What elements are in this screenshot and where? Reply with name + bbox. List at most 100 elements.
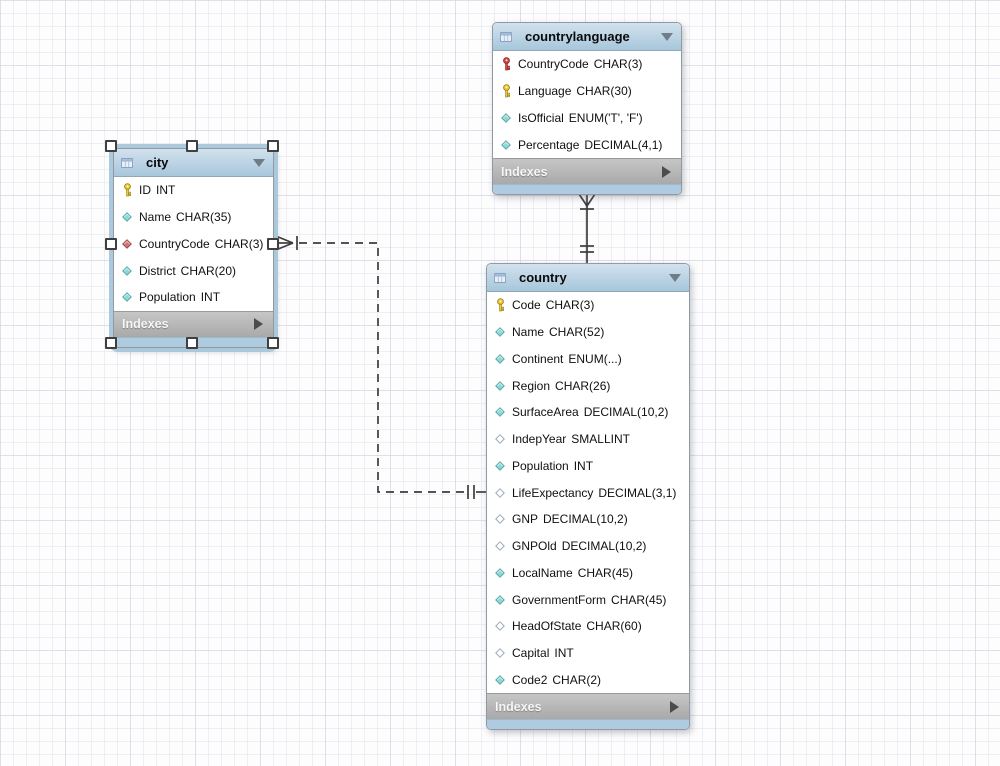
column-type: CHAR(45) xyxy=(611,592,667,607)
column-row[interactable]: Region CHAR(26) xyxy=(487,372,689,399)
column-type: CHAR(26) xyxy=(555,378,611,393)
column-row[interactable]: Name CHAR(52) xyxy=(487,319,689,346)
column-type: CHAR(45) xyxy=(577,565,634,580)
diamond-hollow-icon xyxy=(494,434,506,445)
column-type: DECIMAL(10,2) xyxy=(561,539,647,554)
column-type: DECIMAL(3,1) xyxy=(598,485,677,500)
column-name: Name xyxy=(512,325,545,340)
column-name: CountryCode xyxy=(139,236,210,251)
column-row[interactable]: ID INT xyxy=(114,177,273,204)
diamond-hollow-icon xyxy=(494,514,506,525)
diamond-teal-icon xyxy=(494,594,506,605)
diamond-hollow-icon xyxy=(494,648,506,659)
column-type: CHAR(3) xyxy=(545,298,595,313)
key-yellow-icon xyxy=(121,183,133,197)
table-countrylanguage[interactable]: countrylanguage CountryCode CHAR(3) Langua… xyxy=(492,22,682,195)
table-title: country xyxy=(519,270,567,285)
diamond-teal-icon xyxy=(121,265,133,276)
column-type: INT xyxy=(573,458,594,473)
diamond-hollow-icon xyxy=(494,487,506,498)
selection-handle-mid-right[interactable] xyxy=(267,238,279,250)
table-header[interactable]: countrylanguage xyxy=(493,23,681,51)
triangle-right-icon[interactable] xyxy=(254,318,263,331)
column-type: CHAR(60) xyxy=(586,619,642,634)
diamond-teal-icon xyxy=(494,460,506,471)
diamond-teal-icon xyxy=(494,674,506,685)
diamond-teal-icon xyxy=(494,327,506,338)
column-type: INT xyxy=(156,183,176,198)
selection-handle-bottom-right[interactable] xyxy=(267,337,279,349)
column-type: INT xyxy=(554,646,574,661)
column-type: ENUM('T', 'F') xyxy=(568,110,643,125)
column-name: ID xyxy=(139,183,151,198)
dashed-connector[interactable] xyxy=(299,242,464,493)
selection-handle-bottom-left[interactable] xyxy=(105,337,117,349)
selection-handle-top-right[interactable] xyxy=(267,140,279,152)
column-row[interactable]: CountryCode CHAR(3) xyxy=(493,51,681,78)
one-and-only-one-end xyxy=(580,245,594,253)
triangle-down-icon[interactable] xyxy=(669,273,681,282)
triangle-down-icon[interactable] xyxy=(253,158,265,167)
column-name: District xyxy=(139,263,176,278)
column-type: DECIMAL(4,1) xyxy=(584,137,663,152)
indexes-footer[interactable]: Indexes xyxy=(493,158,681,184)
indexes-footer[interactable]: Indexes xyxy=(487,693,689,720)
table-bottom-strip xyxy=(487,719,689,730)
table-header[interactable]: city xyxy=(114,149,273,177)
indexes-label: Indexes xyxy=(122,317,169,332)
selection-handle-top-left[interactable] xyxy=(105,140,117,152)
column-type: INT xyxy=(200,290,221,305)
triangle-right-icon[interactable] xyxy=(662,165,671,178)
table-header[interactable]: country xyxy=(487,264,689,292)
table-bottom-strip xyxy=(493,184,681,194)
column-type: CHAR(3) xyxy=(593,57,643,72)
triangle-right-icon[interactable] xyxy=(670,700,679,713)
table-icon xyxy=(500,30,512,44)
column-row[interactable]: Population INT xyxy=(114,284,273,311)
column-row[interactable]: CountryCode CHAR(3) xyxy=(114,231,273,258)
selection-handle-mid-left[interactable] xyxy=(105,238,117,250)
column-type: CHAR(52) xyxy=(549,325,605,340)
relationship-city-country[interactable] xyxy=(276,235,486,499)
relationship-countrylanguage-country[interactable] xyxy=(577,192,597,263)
table-icon xyxy=(494,271,506,285)
indexes-footer[interactable]: Indexes xyxy=(114,310,273,337)
key-yellow-icon xyxy=(500,84,512,98)
column-name: Population xyxy=(139,290,196,305)
column-row[interactable]: Population INT xyxy=(487,453,689,480)
column-name: Population xyxy=(512,458,569,473)
selection-handle-top-center[interactable] xyxy=(186,140,198,152)
triangle-down-icon[interactable] xyxy=(661,32,673,41)
column-name: CountryCode xyxy=(518,57,589,72)
column-type: CHAR(3) xyxy=(214,236,264,251)
column-name: Region xyxy=(512,378,551,393)
column-name: SurfaceArea xyxy=(512,405,579,420)
diamond-teal-icon xyxy=(500,112,512,123)
selection-handle-bottom-center[interactable] xyxy=(186,337,198,349)
key-yellow-icon xyxy=(494,298,506,312)
diamond-red-icon xyxy=(121,238,133,249)
diamond-teal-icon xyxy=(494,567,506,578)
